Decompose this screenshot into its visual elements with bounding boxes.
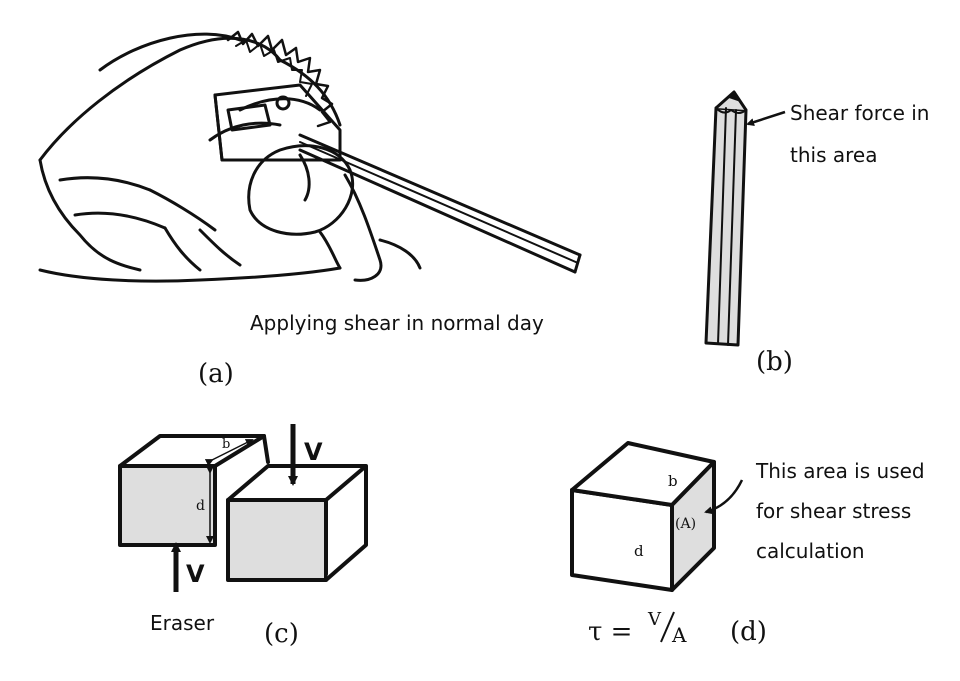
dimension-b-label: b [222, 437, 230, 452]
panel-b: Shear force in this area (b) [704, 90, 929, 377]
shear-area-face [670, 460, 716, 592]
formula-lhs: τ = [588, 617, 632, 647]
panel-c-label: (c) [264, 619, 299, 649]
area-callout-line-3: calculation [756, 539, 865, 563]
panel-a-caption: Applying shear in normal day [250, 311, 544, 335]
eraser-caption: Eraser [150, 611, 215, 635]
shear-stress-formula: τ = V A [588, 609, 687, 647]
force-label-top: V [304, 438, 323, 466]
cube-label-b: b [668, 472, 678, 490]
panel-c: b d V V Eraser (c) [118, 424, 368, 649]
panel-a-label: (a) [198, 359, 234, 389]
formula-slash [660, 611, 675, 643]
formula-numerator: V [647, 609, 662, 630]
panel-a: Applying shear in normal day (a) [38, 30, 582, 389]
shear-area-label: (A) [675, 516, 696, 532]
force-label-bottom: V [186, 560, 205, 588]
panel-d: b d (A) This area is used for shear stre… [570, 441, 925, 647]
pencil-illustration [704, 90, 748, 347]
formula-denominator: A [671, 623, 687, 647]
shear-cube [570, 441, 716, 592]
dimension-d-label: d [196, 498, 205, 514]
pencil-callout-line-1: Shear force in [790, 101, 929, 125]
area-callout-line-2: for shear stress [756, 499, 911, 523]
pencil-callout-line-2: this area [790, 143, 877, 167]
shear-force-pointer-arrow [746, 110, 786, 126]
panel-b-label: (b) [756, 347, 793, 377]
area-callout-line-1: This area is used [755, 459, 925, 483]
hand-sharpening-pencil-illustration [38, 30, 582, 283]
eraser-right-block [226, 464, 368, 582]
area-pointer-arrow [704, 479, 744, 515]
dimension-b-line [204, 439, 254, 467]
panel-d-label: (d) [730, 617, 767, 647]
cube-label-d: d [634, 542, 644, 560]
